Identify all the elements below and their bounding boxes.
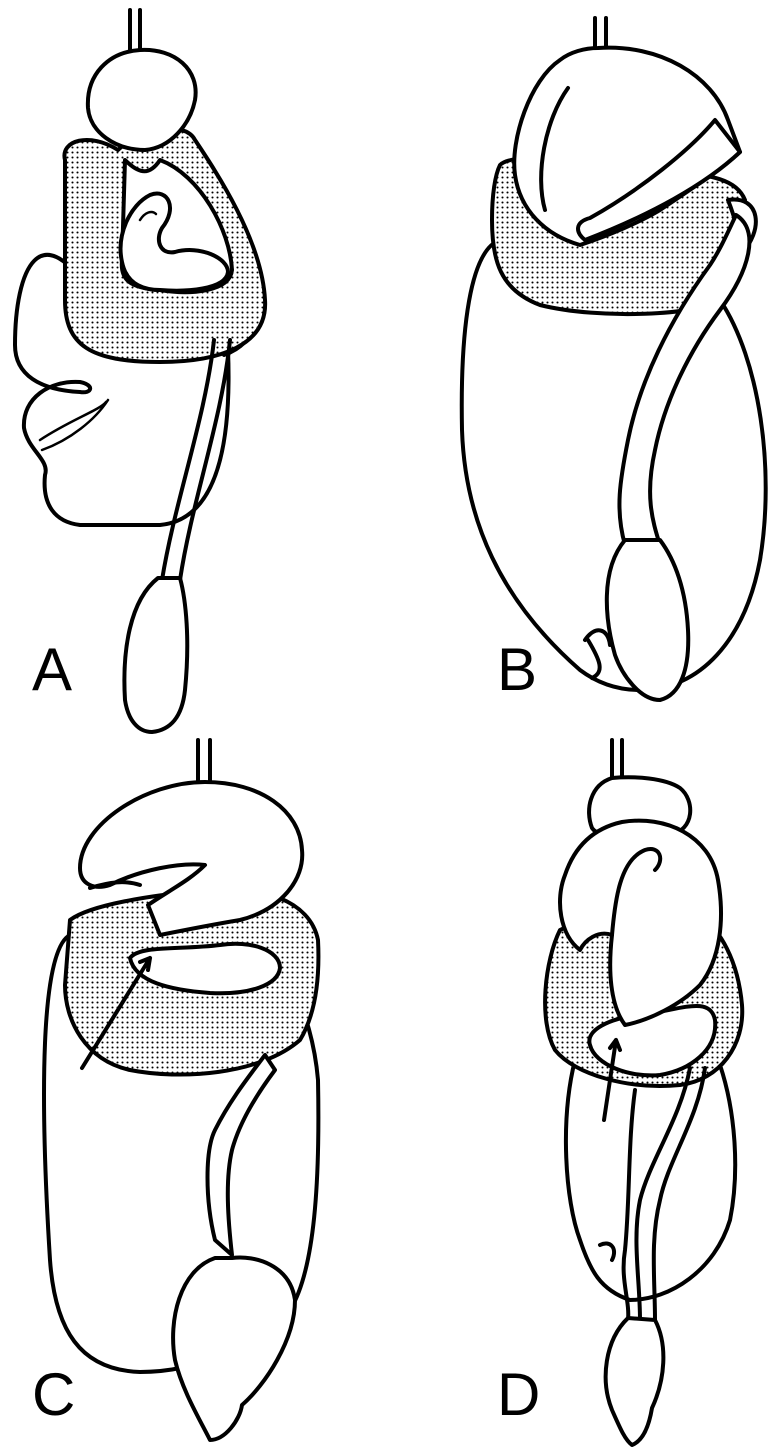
terminal-bulb-a [124,578,187,732]
duct-c [198,740,210,782]
duct-a [130,10,140,50]
terminal-bulb-d [606,1318,664,1445]
panel-label-c: C [32,1361,75,1428]
panel-b: B [462,18,766,703]
duct-d [612,740,622,778]
panel-label-d: D [497,1361,540,1428]
terminal-bulb-c [173,1257,295,1440]
panel-label-b: B [497,636,537,703]
panel-d: D [497,740,742,1445]
duct-b [595,18,606,46]
panel-c: C [32,740,318,1440]
large-lobe-d [566,1053,735,1300]
panel-a: A [15,10,265,732]
panel-label-a: A [32,636,72,703]
